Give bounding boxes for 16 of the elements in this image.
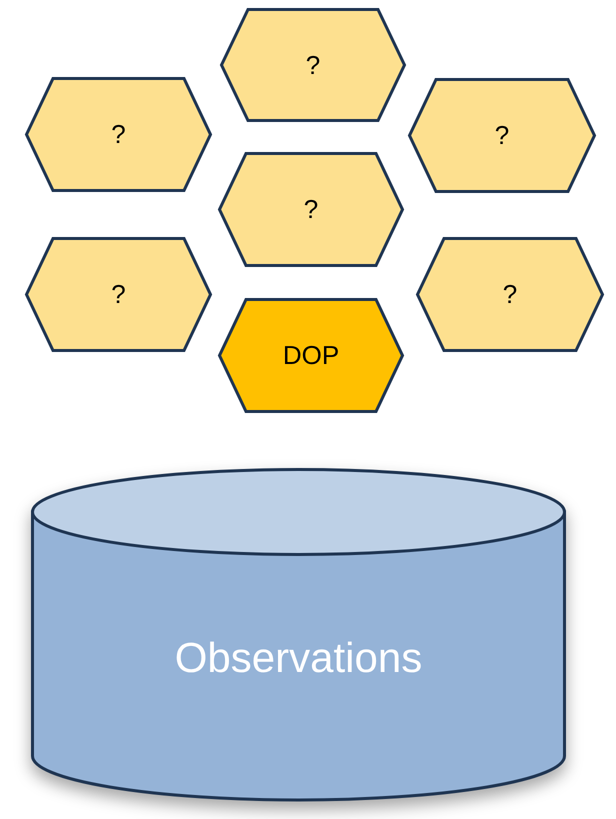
node-label: ? <box>111 119 126 150</box>
node-label: DOP <box>282 340 340 371</box>
database-cylinder <box>31 468 566 800</box>
hexagon-node <box>25 237 212 352</box>
hexagon-node <box>25 77 212 192</box>
hexagon-node <box>218 152 404 267</box>
hexagon-node <box>408 78 596 193</box>
node-label: ? <box>111 279 126 310</box>
hexagon-node <box>220 8 406 122</box>
node-label: Observations <box>174 634 422 682</box>
hexagon-node <box>416 237 604 352</box>
node-label: ? <box>304 194 318 225</box>
hexagon-node <box>218 298 404 413</box>
node-label: ? <box>306 50 320 80</box>
node-label: ? <box>494 120 510 151</box>
node-label: ? <box>502 279 518 310</box>
